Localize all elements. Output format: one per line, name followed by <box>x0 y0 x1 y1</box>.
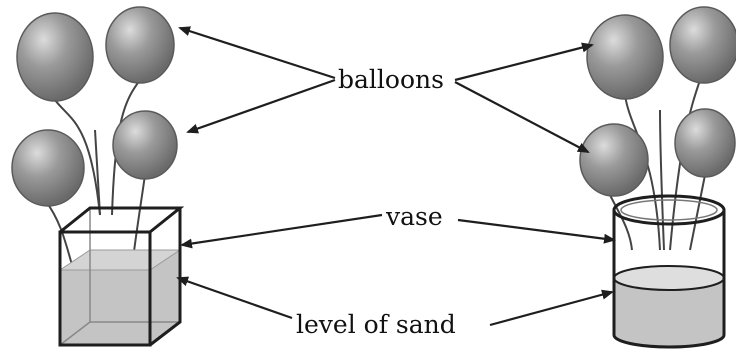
left-setup <box>11 6 185 347</box>
left-balloons <box>11 6 178 207</box>
cylinder-sand <box>614 278 724 347</box>
balloon <box>11 129 85 207</box>
arrow-balloons-left-top <box>178 26 336 80</box>
arrow-sand-left <box>176 276 293 320</box>
arrow-balloons-right-bottom <box>454 81 590 153</box>
balloon <box>105 6 175 84</box>
balloon <box>586 14 664 100</box>
arrow-balloons-right-top <box>454 42 594 82</box>
arrow-vase-right <box>457 218 616 244</box>
right-balloons <box>579 6 736 197</box>
cylinder-rim <box>612 194 726 226</box>
level-of-sand-label: level of sand <box>296 310 456 339</box>
arrow-balloons-left-bottom <box>186 78 336 134</box>
cube-vase <box>58 206 185 347</box>
arrow-vase-left <box>180 213 383 249</box>
balloons-label: balloons <box>338 65 444 94</box>
balloon <box>112 110 178 180</box>
balloon <box>579 123 649 197</box>
balloon <box>669 6 736 84</box>
right-setup <box>579 6 736 349</box>
cylinder-sand-top <box>613 265 725 291</box>
cylinder-vase <box>612 194 726 349</box>
arrow-sand-right <box>489 289 614 327</box>
vase-label: vase <box>385 202 443 231</box>
label-arrows <box>176 26 616 327</box>
balloon <box>674 108 736 178</box>
balloon <box>16 12 94 102</box>
